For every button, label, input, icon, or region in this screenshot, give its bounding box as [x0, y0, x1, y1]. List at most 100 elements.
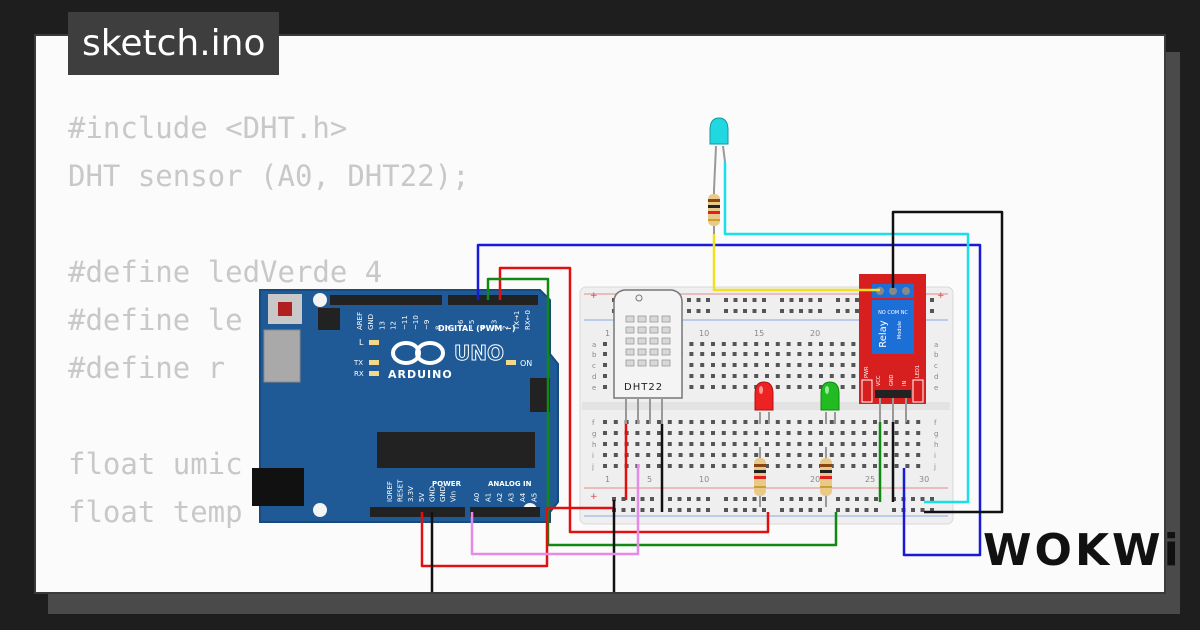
digital-pin-label: ~10: [412, 315, 420, 330]
breadboard-hole: [689, 374, 694, 378]
led-green[interactable]: [820, 381, 840, 424]
digital-pin-label: 4: [479, 325, 487, 330]
rail-hole: [845, 309, 850, 313]
breadboard-hole: [905, 453, 910, 457]
breadboard-hole: [765, 342, 769, 346]
rail-hole: [752, 309, 757, 313]
breadboard-hole: [754, 374, 759, 378]
breadboard-hole: [765, 431, 769, 435]
power-pin-label: IOREF: [386, 481, 394, 502]
breadboard-hole: [808, 420, 813, 424]
breadboard-hole: [862, 453, 867, 457]
breadboard-hole: [603, 374, 607, 378]
led-cyan[interactable]: [709, 117, 729, 191]
rail-hole: [687, 497, 691, 501]
row-letter: h: [592, 441, 596, 449]
wire-green[interactable]: [486, 277, 838, 547]
wire-yellow[interactable]: [712, 234, 880, 292]
rail-hole: [855, 309, 859, 313]
relay-pwr-label: PWR: [864, 366, 870, 378]
relay-pwr-led: [861, 379, 873, 403]
breadboard-hole: [711, 442, 715, 446]
breadboard-hole: [765, 464, 769, 468]
breadboard-hole: [797, 464, 802, 468]
breadboard-hole: [797, 431, 802, 435]
filename-tab[interactable]: sketch.ino: [68, 12, 280, 75]
rail-hole: [789, 298, 794, 302]
grill-slot: [661, 359, 671, 367]
breadboard-hole: [743, 363, 748, 367]
digital-pin-label: 13: [378, 321, 386, 330]
rail-hole: [864, 497, 869, 501]
breadboard-hole: [603, 363, 607, 367]
led-tx: [369, 360, 379, 365]
col-label-25-bottom: 25: [865, 475, 875, 484]
breadboard-hole: [721, 420, 726, 424]
breadboard-hole: [775, 352, 780, 356]
dht22-sensor[interactable]: DHT22: [613, 289, 683, 424]
led-red[interactable]: [754, 381, 774, 424]
led-rx: [369, 371, 379, 376]
wire-cyan[interactable]: [723, 162, 970, 504]
breadboard-hole: [916, 442, 921, 446]
breadboard-hole: [667, 453, 672, 457]
rail-hole: [696, 497, 701, 501]
breadboard-hole: [732, 352, 737, 356]
code-background: #include <DHT.h>DHT sensor (A0, DHT22);#…: [68, 104, 470, 592]
rail-hole: [836, 508, 840, 512]
wire-blue[interactable]: [476, 243, 982, 557]
row-letter: f: [592, 419, 595, 427]
digital-label: DIGITAL (PWM ~): [438, 324, 516, 333]
resistor-red[interactable]: [754, 447, 766, 507]
breadboard-hole: [700, 385, 705, 389]
breadboard-hole: [786, 385, 791, 389]
rail-hole: [874, 508, 878, 512]
rail-hole: [864, 508, 869, 512]
code-line: #include <DHT.h>: [68, 111, 348, 145]
rail-hole: [733, 497, 738, 501]
breadboard-hole: [829, 374, 834, 378]
breadboard-hole: [883, 420, 888, 424]
digital-pin-label: TX→1: [513, 311, 521, 331]
rail-hole: [799, 508, 803, 512]
rail-hole: [677, 497, 682, 501]
rail-hole: [855, 497, 859, 501]
wire-pink[interactable]: [470, 464, 640, 556]
relay-led1: [912, 379, 924, 403]
breadboard-hole: [765, 363, 769, 367]
code-line: float temp: [68, 495, 243, 529]
rail-hole: [808, 508, 813, 512]
col-label-5-bottom: 5: [647, 475, 652, 484]
breadboard-hole: [786, 431, 791, 435]
breadboard-hole: [797, 342, 802, 346]
rail-hole: [743, 508, 747, 512]
row-letter: b: [592, 351, 597, 359]
rail-hole: [920, 508, 925, 512]
breadboard-hole: [873, 464, 877, 468]
relay-coil: [872, 300, 914, 354]
breadboard-hole: [775, 464, 780, 468]
breadboard-hole: [700, 352, 705, 356]
reset-button[interactable]: [278, 302, 292, 316]
rail-hole: [762, 309, 766, 313]
rail-hole: [696, 298, 701, 302]
breadboard-hole: [819, 363, 823, 367]
breadboard-hole: [775, 442, 780, 446]
breadboard-hole: [905, 464, 910, 468]
resistor-green[interactable]: [820, 447, 832, 507]
breadboard-hole: [711, 374, 715, 378]
breadboard-hole: [916, 431, 921, 435]
wire-black-relay[interactable]: [891, 210, 1004, 514]
circuit-diagram: + + + 1 5 10 15 20 1 5 10 20 25 30 aabbc…: [252, 117, 1004, 592]
breadboard-hole: [754, 342, 759, 346]
breadboard-hole: [646, 420, 651, 424]
breadboard-hole: [678, 442, 683, 446]
relay-module[interactable]: NO COM NC Relay Module PWR LED1 VCC GND …: [859, 274, 926, 422]
rail-hole: [808, 309, 813, 313]
wire-red-top[interactable]: [498, 266, 770, 534]
resistor-cyan[interactable]: [708, 188, 720, 234]
breadboard-hole: [700, 453, 705, 457]
